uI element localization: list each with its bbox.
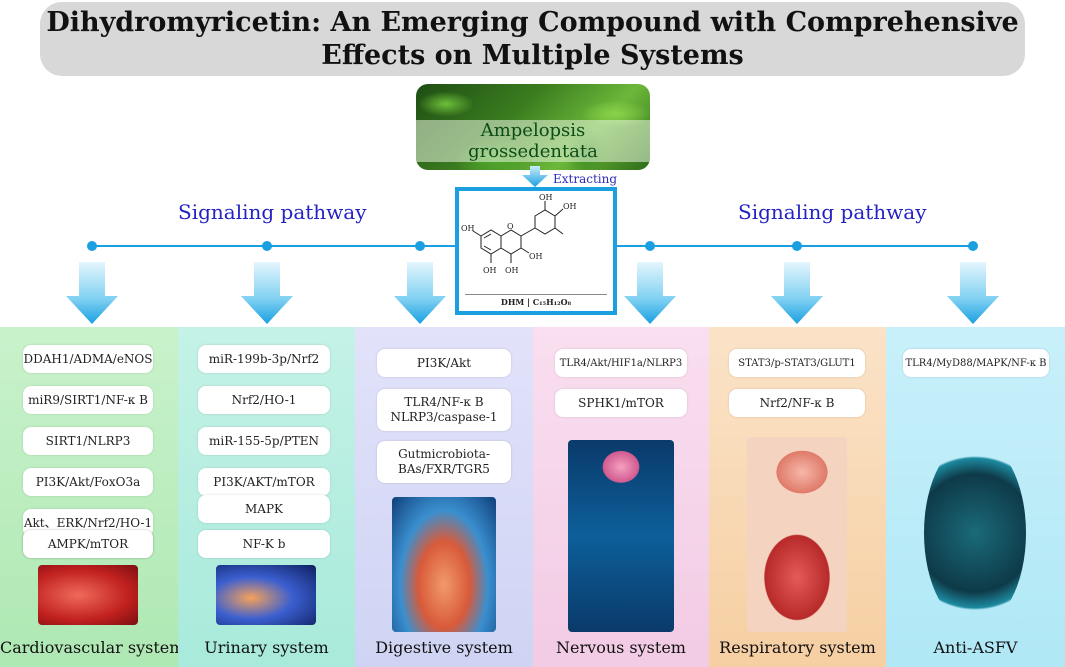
plant-label: Ampelopsis grossedentata (416, 120, 650, 162)
pathway-box: STAT3/p-STAT3/GLUT1 (729, 349, 865, 377)
oh-label: OH (505, 266, 519, 275)
pathway-box: Nrf2/HO-1 (198, 386, 330, 414)
pathway-box: NF-K b (198, 530, 330, 558)
virus-image (924, 439, 1026, 627)
pathway-box: SIRT1/NLRP3 (23, 427, 153, 455)
pathway-box: PI3K/AKT/mTOR (198, 468, 330, 496)
pathway-box: SPHK1/mTOR (555, 389, 687, 417)
connector-dot (262, 241, 272, 251)
pathway-box: Nrf2/NF-κ B (729, 389, 865, 417)
heart-image (38, 565, 138, 625)
dhm-structure-icon: O OH OH OH OH OH OH (461, 193, 577, 275)
pathway-box: AMPK/mTOR (23, 530, 153, 558)
panel-anti-asfv: TLR4/MyD88/MAPK/NF-κ B Anti-ASFV (886, 327, 1065, 667)
nervous-system-image (568, 440, 674, 632)
oh-label: OH (483, 266, 497, 275)
panel-nervous: TLR4/Akt/HIF1a/NLRP3 SPHK1/mTOR Nervous … (533, 327, 709, 667)
molecule-caption: DHM | C₁₅H₁₂O₈ (465, 294, 607, 307)
title-line-2: Effects on Multiple Systems (321, 40, 744, 71)
title-line-1: Dihydromyricetin: An Emerging Compound w… (46, 7, 1019, 38)
pathway-box: Gutmicrobiota- BAs/FXR/TGR5 (377, 441, 511, 483)
arrow-down-icon (241, 262, 293, 324)
system-label: Digestive system (375, 638, 513, 657)
connector-dot (645, 241, 655, 251)
system-label: Anti-ASFV (933, 638, 1018, 657)
oh-label: OH (529, 252, 543, 261)
connector-dot (87, 241, 97, 251)
signaling-label-right: Signaling pathway (738, 200, 927, 224)
panel-digestive: PI3K/Akt TLR4/NF-κ B NLRP3/caspase-1 Gut… (355, 327, 533, 667)
signaling-label-left: Signaling pathway (178, 200, 367, 224)
pathway-connector (87, 241, 978, 251)
panel-urinary: miR-199b-3p/Nrf2 Nrf2/HO-1 miR-155-5p/PT… (178, 327, 355, 667)
pathway-box: miR-199b-3p/Nrf2 (198, 345, 330, 373)
connector-dot (968, 241, 978, 251)
arrow-down-icon (66, 262, 118, 324)
arrow-down-icon (947, 262, 999, 324)
arrow-down-icon (771, 262, 823, 324)
pathway-box: miR-155-5p/PTEN (198, 427, 330, 455)
connector-dot (415, 241, 425, 251)
system-label: Nervous system (556, 638, 686, 657)
kidney-image (216, 565, 316, 625)
system-label: Cardiovascular system (0, 638, 185, 657)
connector-dot (792, 241, 802, 251)
pathway-box: miR9/SIRT1/NF-κ B (23, 386, 153, 414)
pathway-box: DDAH1/ADMA/eNOS (23, 345, 153, 373)
pathway-box: PI3K/Akt (377, 349, 511, 377)
system-label: Respiratory system (719, 638, 876, 657)
system-label: Urinary system (204, 638, 329, 657)
panel-respiratory: STAT3/p-STAT3/GLUT1 Nrf2/NF-κ B Respirat… (709, 327, 886, 667)
panel-cardiovascular: DDAH1/ADMA/eNOS miR9/SIRT1/NF-κ B SIRT1/… (0, 327, 185, 667)
pathway-box: MAPK (198, 495, 330, 523)
pathway-box: TLR4/NF-κ B NLRP3/caspase-1 (377, 389, 511, 431)
o-label: O (507, 222, 514, 231)
digestive-image (392, 497, 496, 632)
plant-image: Ampelopsis grossedentata (416, 84, 650, 170)
lungs-image (747, 437, 847, 632)
title-banner: Dihydromyricetin: An Emerging Compound w… (40, 2, 1025, 76)
extract-arrow (522, 166, 548, 187)
molecule-structure: O OH OH OH OH OH OH DHM | C₁₅H₁₂O₈ (455, 187, 617, 315)
oh-label: OH (461, 224, 475, 233)
oh-label: OH (563, 202, 577, 211)
arrow-down-icon (624, 262, 676, 324)
down-arrows (66, 262, 999, 324)
extract-label: Extracting (553, 172, 618, 186)
pathway-box: PI3K/Akt/FoxO3a (23, 468, 153, 496)
pathway-box: TLR4/Akt/HIF1a/NLRP3 (555, 349, 687, 377)
arrow-down-icon (394, 262, 446, 324)
pathway-box: TLR4/MyD88/MAPK/NF-κ B (903, 349, 1049, 377)
oh-label: OH (539, 193, 553, 202)
